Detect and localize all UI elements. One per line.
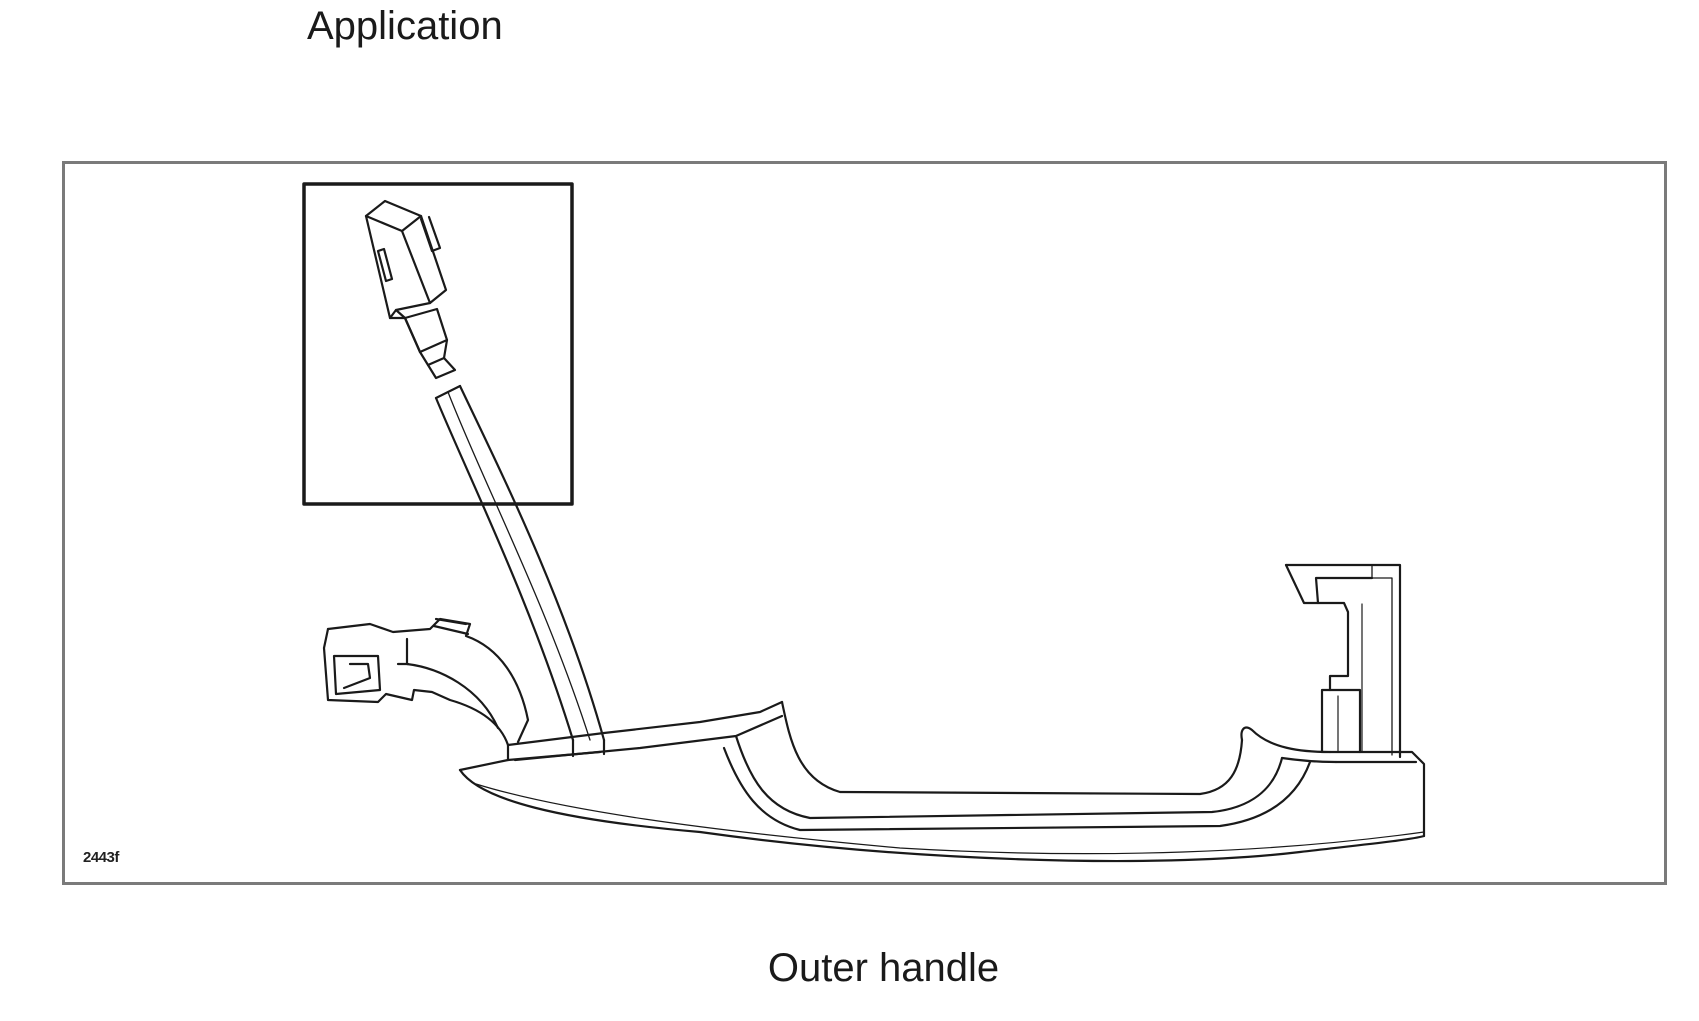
page-heading: Application — [307, 4, 503, 48]
handle-grip — [458, 700, 1426, 863]
handle-left-mount — [322, 617, 530, 747]
connector-detail-box — [302, 182, 574, 506]
figure-caption: Outer handle — [0, 944, 1699, 992]
figure-reference-number: 2443f — [83, 849, 119, 866]
figure-caption-text: Outer handle — [767, 946, 1000, 990]
connector-plug — [364, 199, 457, 380]
sensor-cable — [434, 384, 606, 742]
handle-right-mount — [1284, 563, 1402, 759]
figure-frame — [62, 161, 1667, 885]
